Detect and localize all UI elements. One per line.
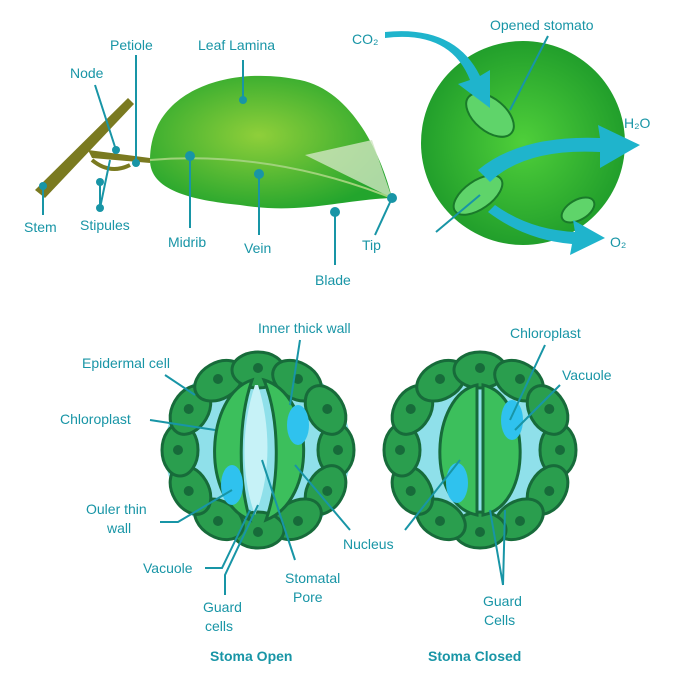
label-co2: CO₂ <box>352 31 378 47</box>
label-o2: O₂ <box>610 234 626 250</box>
label-guard-cells: Guard <box>203 599 242 615</box>
nucleus <box>555 445 565 455</box>
leaf-surface-closeup <box>385 31 640 255</box>
label-leaf-lamina: Leaf Lamina <box>198 37 275 53</box>
nucleus <box>405 486 416 496</box>
h2o-arrow <box>478 125 640 182</box>
nucleus <box>322 486 333 496</box>
nucleus <box>395 445 405 455</box>
nucleus <box>183 404 194 414</box>
vacuole <box>501 400 523 440</box>
label-petiole: Petiole <box>110 37 153 53</box>
stipule <box>90 158 131 171</box>
nucleus <box>173 445 183 455</box>
o2-arrow <box>488 205 605 255</box>
label-stomatal-pore: Stomatal <box>285 570 340 586</box>
vacuole <box>221 465 243 505</box>
label-vacuole-closed: Vacuole <box>562 367 612 383</box>
nucleus <box>183 486 194 496</box>
stoma <box>560 196 596 224</box>
label-vein: Vein <box>244 240 271 256</box>
leaf-labels: Petiole Node Leaf Lamina Stem Stipules M… <box>24 37 397 288</box>
vacuole <box>287 405 309 445</box>
stem <box>35 98 134 198</box>
stoma-closed-labels: Chloroplast Vacuole Guard Cells Stoma Cl… <box>428 325 612 664</box>
label-guard-cells-2: cells <box>205 618 233 634</box>
nucleus <box>515 373 525 384</box>
label-guard-cells-closed-2: Cells <box>484 612 515 628</box>
nucleus <box>544 486 555 496</box>
leaf-illustration <box>35 75 393 209</box>
label-outer-thin-wall-2: wall <box>106 520 131 536</box>
stoma <box>452 174 504 216</box>
leaf-blade <box>150 75 392 209</box>
nucleus <box>253 527 263 537</box>
leaf-tip-highlight <box>305 140 392 198</box>
nucleus <box>213 373 223 384</box>
nucleus <box>544 404 555 414</box>
label-vacuole: Vacuole <box>143 560 193 576</box>
co2-arrow <box>385 31 490 109</box>
nucleus <box>405 404 416 414</box>
nucleus <box>293 516 303 527</box>
nucleus <box>515 516 525 527</box>
stoma-open-illustration <box>160 350 356 550</box>
label-node: Node <box>70 65 104 81</box>
midrib-line <box>149 157 393 199</box>
title-stoma-closed: Stoma Closed <box>428 648 521 664</box>
title-stoma-open: Stoma Open <box>210 648 292 664</box>
nucleus <box>475 527 485 537</box>
nucleus <box>322 404 333 414</box>
label-chloroplast: Chloroplast <box>60 411 131 427</box>
label-epidermal-cell: Epidermal cell <box>82 355 170 371</box>
nucleus <box>213 516 223 527</box>
label-tip: Tip <box>362 237 381 253</box>
stoma-open-labels: Inner thick wall Epidermal cell Chloropl… <box>60 320 461 664</box>
label-guard-cells-closed: Guard <box>483 593 522 609</box>
nucleus <box>293 373 303 384</box>
nucleus <box>333 445 343 455</box>
label-blade: Blade <box>315 272 351 288</box>
vacuole <box>446 463 468 503</box>
stomatal-pore <box>244 385 268 515</box>
label-stipules: Stipules <box>80 217 130 233</box>
label-outer-thin-wall: Ouler thin <box>86 501 147 517</box>
label-chloroplast-closed: Chloroplast <box>510 325 581 341</box>
label-nucleus: Nucleus <box>343 536 394 552</box>
opened-stoma <box>465 92 515 138</box>
stoma-closed-illustration <box>382 350 578 550</box>
nucleus <box>253 363 263 373</box>
cell-background <box>390 360 570 540</box>
nucleus <box>475 363 485 373</box>
nucleus <box>435 516 445 527</box>
nucleus <box>435 373 445 384</box>
label-midrib: Midrib <box>168 234 206 250</box>
label-opened-stomato: Opened stomato <box>490 17 594 33</box>
label-stem: Stem <box>24 219 57 235</box>
label-inner-thick-wall: Inner thick wall <box>258 320 351 336</box>
label-stomatal-pore-2: Pore <box>293 589 323 605</box>
label-h2o: H₂O <box>624 115 651 131</box>
